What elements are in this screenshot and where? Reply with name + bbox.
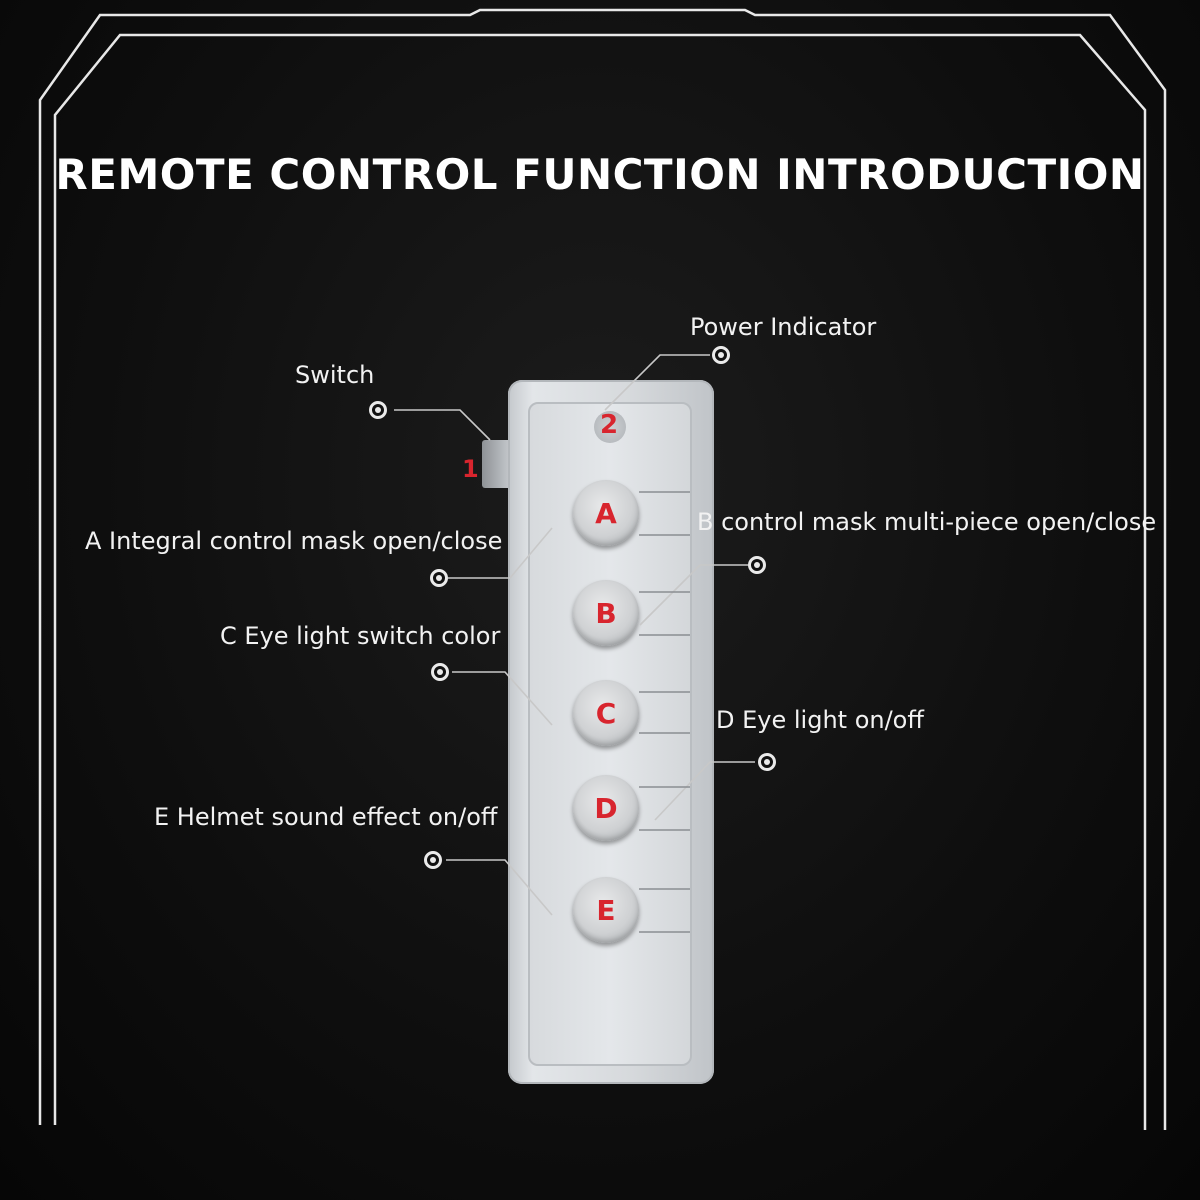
label-b: B control mask multi-piece open/close (697, 508, 1157, 536)
switch-ring-icon (369, 401, 387, 419)
button-c: C (573, 680, 639, 746)
a-ring-icon (430, 569, 448, 587)
button-d: D (573, 775, 639, 841)
label-e: E Helmet sound effect on/off (154, 803, 498, 831)
e-ring-icon (424, 851, 442, 869)
power-indicator-ring-icon (712, 346, 730, 364)
button-b: B (573, 580, 639, 646)
button-a: A (573, 480, 639, 546)
label-c: C Eye light switch color (220, 622, 501, 650)
marker-power: 2 (600, 410, 619, 440)
button-e: E (573, 877, 639, 943)
label-power-indicator: Power Indicator (690, 313, 877, 341)
b-ring-icon (748, 556, 766, 574)
c-ring-icon (431, 663, 449, 681)
power-switch (482, 440, 512, 488)
label-a: A Integral control mask open/close (85, 527, 503, 555)
marker-switch: 1 (462, 455, 479, 483)
label-d: D Eye light on/off (716, 706, 924, 734)
label-switch: Switch (295, 361, 375, 389)
d-ring-icon (758, 753, 776, 771)
page-title: REMOTE CONTROL FUNCTION INTRODUCTION (55, 150, 1145, 199)
power-indicator-light (594, 411, 626, 443)
